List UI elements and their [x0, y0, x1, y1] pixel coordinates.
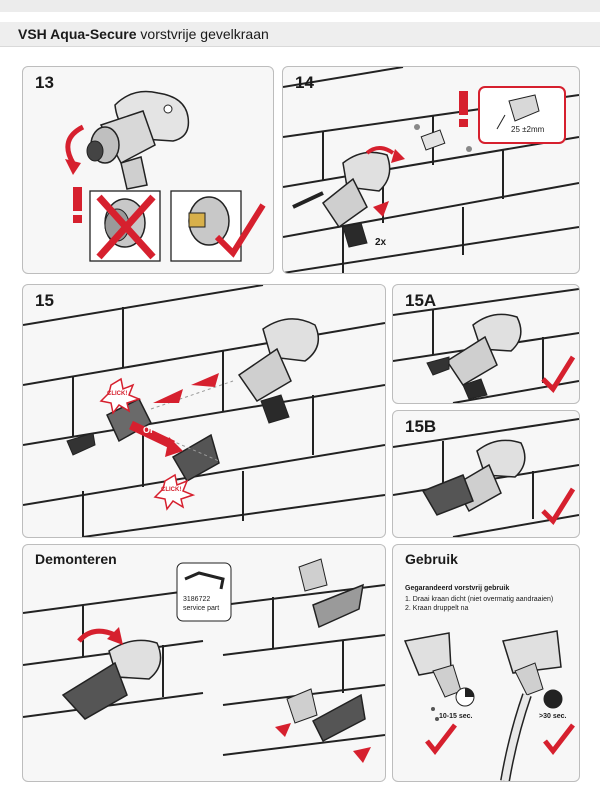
page-header: VSH Aqua-Secure vorstvrije gevelkraan [0, 22, 600, 47]
time-left-label: 10-15 sec. [439, 713, 473, 720]
step-15-panel: 15 CLICK! CLICK! OF [22, 284, 386, 538]
step-15-illustration [23, 285, 385, 537]
gebruik-item-1: 1. Draai kraan dicht (niet overmatig aan… [405, 596, 554, 603]
step-15a-panel: 15A [392, 284, 580, 404]
step-13-illustration [65, 90, 266, 262]
click-label-2: CLICK! [161, 487, 182, 493]
service-part-label: service part [183, 605, 220, 612]
step-15-number: 15 [35, 291, 54, 310]
demonteren-panel: Demonteren 3186722 service part [22, 544, 386, 782]
step-14-number: 14 [295, 73, 314, 92]
click-label-1: CLICK! [107, 391, 128, 397]
dimension-label: 25 ±2mm [511, 125, 545, 134]
gebruik-illustration [403, 630, 575, 781]
gebruik-heading: Gegarandeerd vorstvrij gebruik [405, 585, 510, 592]
step-15a-number: 15A [405, 291, 437, 310]
step-13-number: 13 [35, 73, 54, 92]
service-part-code: 3186722 [183, 596, 211, 603]
step-15b-number: 15B [405, 417, 437, 436]
or-label: OF [143, 425, 156, 435]
top-bar [0, 0, 600, 12]
step-15a-illustration [393, 288, 579, 403]
demonteren-title: Demonteren [35, 551, 117, 567]
step-15b-illustration [393, 418, 579, 537]
gebruik-title: Gebruik [405, 551, 458, 567]
time-right-label: >30 sec. [539, 713, 567, 720]
step-14-illustration [283, 67, 579, 273]
step-15b-panel: 15B [392, 410, 580, 538]
header-subtitle: vorstvrije gevelkraan [140, 26, 269, 42]
step-13-panel: 13 [22, 66, 274, 274]
gebruik-item-2: 2. Kraan druppelt na [405, 605, 469, 612]
screw-count-label: 2x [375, 237, 387, 248]
gebruik-panel: Gebruik Gegarandeerd vorstvrij gebruik 1… [392, 544, 580, 782]
step-14-panel: 14 25 ±2mm 2x [282, 66, 580, 274]
brand-title: VSH Aqua-Secure [18, 26, 137, 42]
demonteren-illustration [23, 558, 385, 763]
